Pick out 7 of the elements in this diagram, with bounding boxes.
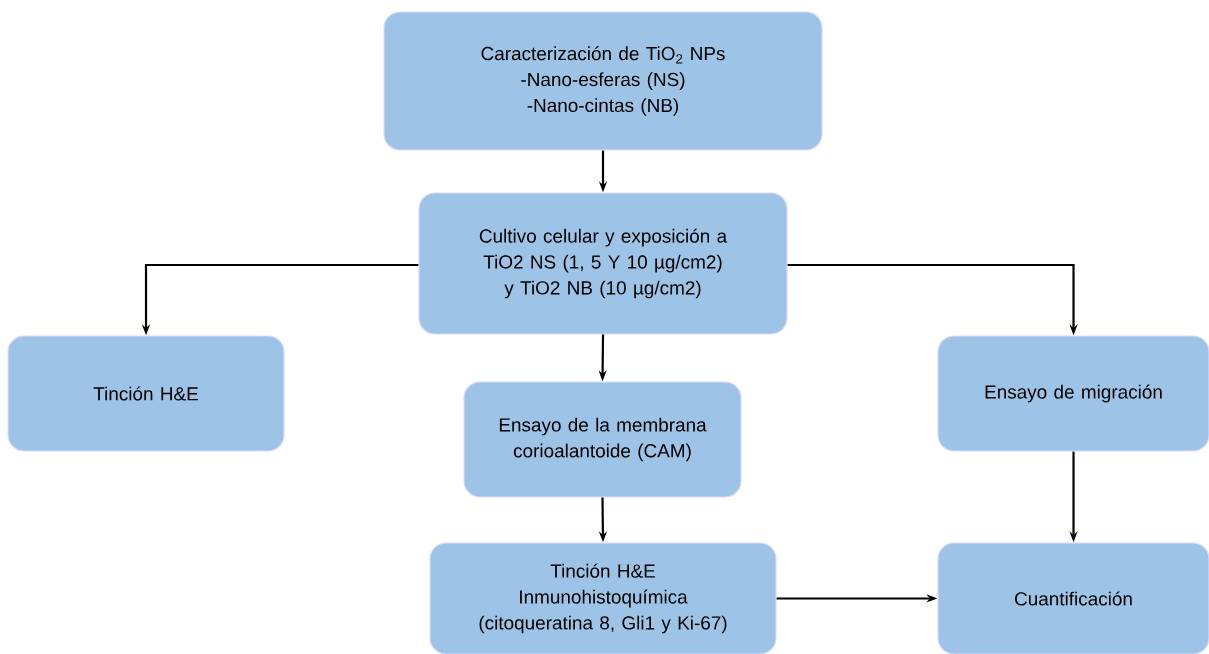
process-box: Ensayo de migración <box>937 335 1209 452</box>
process-box: Ensayo de la membrana corioalantoide (CAM) <box>463 381 742 498</box>
process-box: Cuantificación <box>937 542 1209 654</box>
process-box: Tinción H&E Inmunohistoquímica (citoqueratina 8, Gli1 y Ki-67) <box>429 542 777 654</box>
process-box: Cultivo celular y exposición a TiO2 NS (1, 5 Y 10 µg/cm2) y TiO2 NB (10 µg/cm2) <box>418 192 788 335</box>
process-box: Caracterización de TiO$_{2}$ NPs -Nano-esferas (NS) -Nano-cintas (NB) <box>383 11 823 151</box>
process-box: Tinción H&E <box>7 335 285 452</box>
